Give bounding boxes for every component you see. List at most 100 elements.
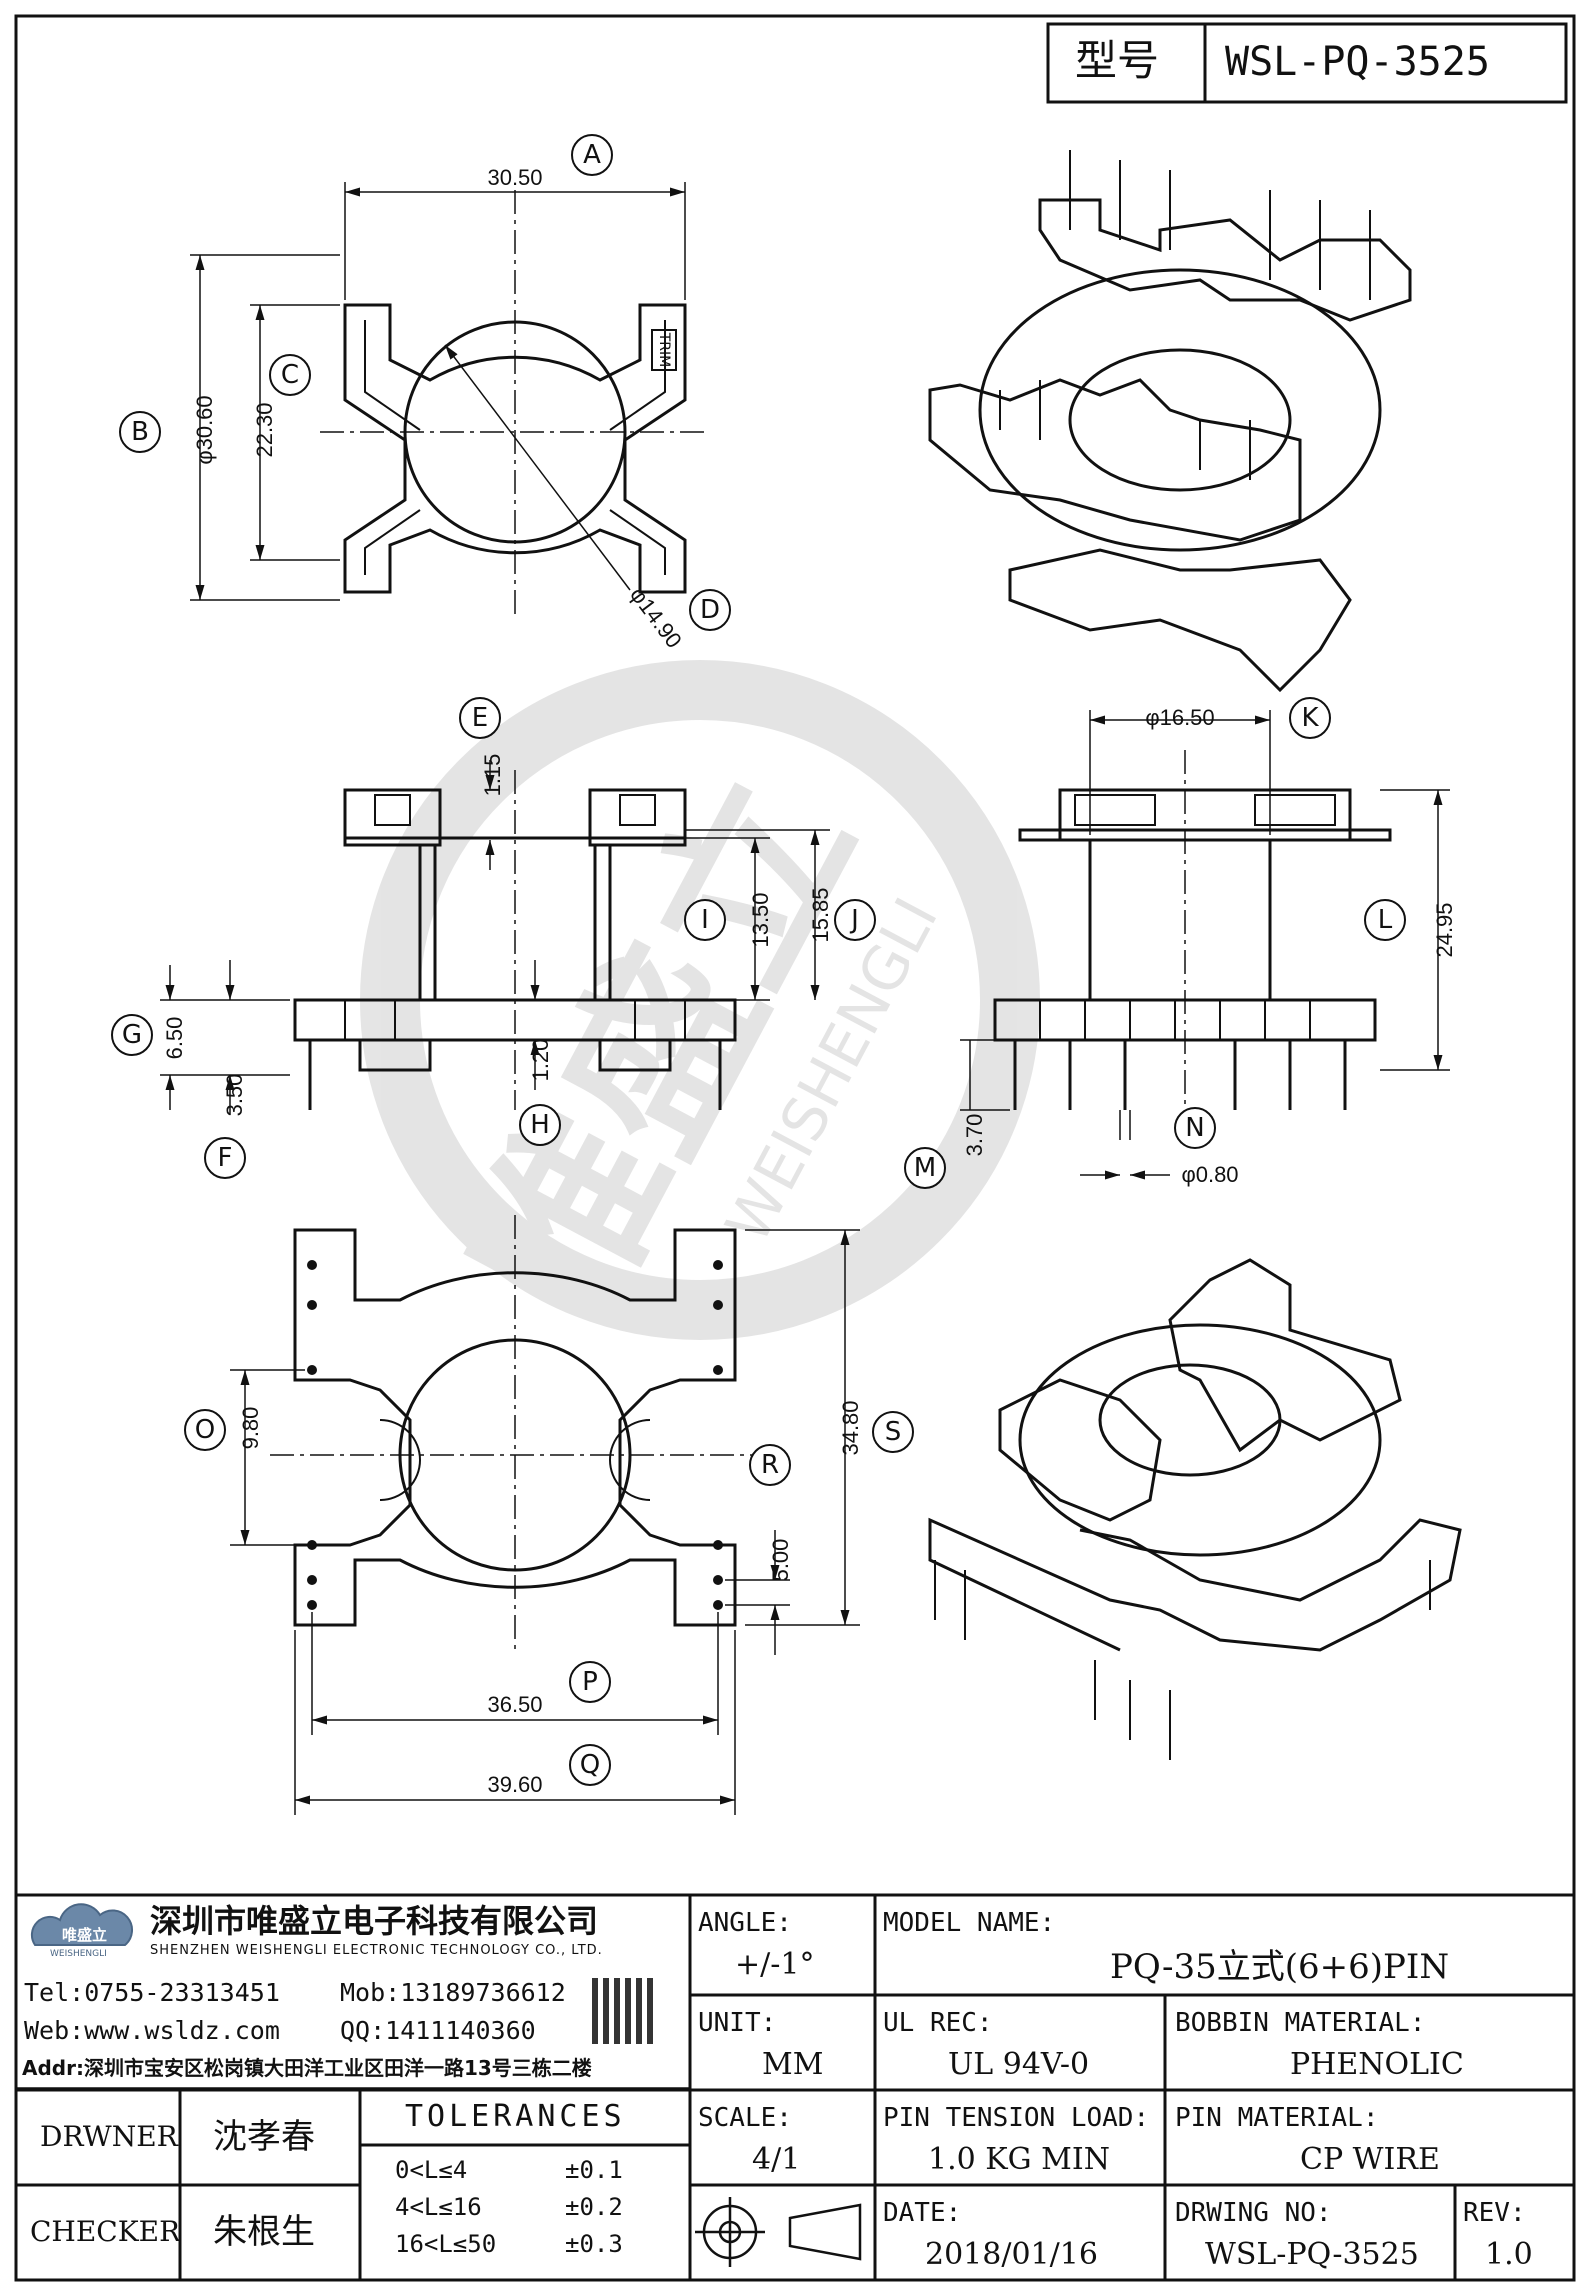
iso-view-top bbox=[928, 150, 1412, 693]
callout-g: G bbox=[111, 1014, 153, 1056]
svg-text:P: P bbox=[582, 1667, 598, 1697]
callout-s: S bbox=[872, 1411, 914, 1453]
unit-value: MM bbox=[762, 2047, 824, 2082]
header-box bbox=[1046, 22, 1568, 104]
bottom-view-dims bbox=[230, 1229, 860, 1815]
header-label: 型号 bbox=[1075, 36, 1160, 85]
dim-q-value: 39.60 bbox=[487, 1772, 542, 1797]
checker-value: 朱根生 bbox=[213, 2212, 315, 2252]
svg-text:G: G bbox=[122, 1020, 142, 1050]
rev-value: 1.0 bbox=[1485, 2237, 1533, 2272]
trim-marking: TRIM bbox=[656, 332, 672, 368]
ul-rec-value: UL 94V-0 bbox=[948, 2047, 1090, 2082]
date-label: DATE: bbox=[883, 2198, 962, 2228]
angle-value: +/-1° bbox=[735, 1947, 815, 1982]
svg-text:E: E bbox=[472, 703, 488, 733]
svg-text:D: D bbox=[700, 595, 720, 625]
iso-view-bottom bbox=[928, 1258, 1462, 1760]
dim-j-value: 15.85 bbox=[808, 887, 833, 942]
svg-text:H: H bbox=[530, 1110, 550, 1140]
tolerance-range-3: 16<L≤50 bbox=[395, 2230, 497, 2258]
company-tel: Tel:0755-23313451 bbox=[24, 1978, 280, 2007]
drawer-label: DRWNER bbox=[40, 2120, 178, 2153]
svg-text:K: K bbox=[1301, 703, 1319, 733]
callout-c: C bbox=[269, 354, 311, 396]
svg-text:M: M bbox=[914, 1153, 936, 1183]
callout-q: Q bbox=[569, 1744, 611, 1786]
company-mob: Mob:13189736612 bbox=[340, 1978, 566, 2007]
rev-label: REV: bbox=[1463, 2198, 1526, 2228]
callout-d: D bbox=[689, 589, 731, 631]
dim-e-value: 1.15 bbox=[480, 754, 505, 797]
model-name-label: MODEL NAME: bbox=[883, 1908, 1056, 1938]
callout-m: M bbox=[904, 1147, 946, 1189]
callout-b: B bbox=[119, 411, 161, 453]
scale-label: SCALE: bbox=[698, 2103, 792, 2133]
bobbin-material-label: BOBBIN MATERIAL: bbox=[1175, 2008, 1426, 2038]
logo-cn-text: 唯盛立 bbox=[62, 1926, 108, 1944]
svg-text:J: J bbox=[849, 905, 859, 935]
company-qq: QQ:1411140360 bbox=[340, 2016, 536, 2045]
angle-label: ANGLE: bbox=[698, 1908, 792, 1938]
bottom-view-centerlines bbox=[270, 1215, 760, 1650]
company-logo bbox=[30, 1903, 134, 1946]
company-name-cn: 深圳市唯盛立电子科技有限公司 bbox=[150, 1902, 599, 1940]
tolerance-range-2: 4<L≤16 bbox=[395, 2193, 482, 2221]
dim-k-value: φ16.50 bbox=[1145, 705, 1214, 730]
svg-text:C: C bbox=[281, 360, 299, 390]
dim-g-value: 6.50 bbox=[162, 1017, 187, 1060]
model-name-value: PQ-35立式(6+6)PIN bbox=[1110, 1947, 1450, 1987]
svg-text:L: L bbox=[1378, 905, 1393, 935]
dim-m-value: 3.70 bbox=[962, 1114, 987, 1157]
callout-h: H bbox=[519, 1104, 561, 1146]
svg-text:A: A bbox=[583, 140, 601, 170]
bottom-view-pin-holes bbox=[307, 1260, 723, 1610]
dim-i-value: 13.50 bbox=[748, 892, 773, 947]
dim-r-value: 5.00 bbox=[768, 1539, 793, 1582]
dim-l-value: 24.95 bbox=[1432, 902, 1457, 957]
date-value: 2018/01/16 bbox=[925, 2237, 1098, 2272]
callout-e: E bbox=[459, 697, 501, 739]
pin-tension-label: PIN TENSION LOAD: bbox=[883, 2103, 1150, 2133]
qr-code bbox=[592, 1978, 658, 2044]
svg-text:Q: Q bbox=[580, 1750, 600, 1780]
ul-rec-label: UL REC: bbox=[883, 2008, 993, 2038]
dim-o-value: 9.80 bbox=[238, 1407, 263, 1450]
top-view-dims bbox=[190, 182, 686, 601]
dim-p-value: 36.50 bbox=[487, 1692, 542, 1717]
callout-k: K bbox=[1289, 697, 1331, 739]
callout-i: I bbox=[684, 899, 726, 941]
bobbin-material-value: PHENOLIC bbox=[1290, 2047, 1464, 2082]
drawing-no-label: DRWING NO: bbox=[1175, 2198, 1332, 2228]
pin-material-value: CP WIRE bbox=[1300, 2142, 1440, 2177]
unit-label: UNIT: bbox=[698, 2008, 777, 2038]
tolerances-title: TOLERANCES bbox=[405, 2099, 626, 2134]
drawer-value: 沈孝春 bbox=[213, 2117, 315, 2157]
dim-b-value: φ30.60 bbox=[192, 395, 217, 464]
projection-symbol bbox=[695, 2197, 862, 2267]
checker-label: CHECKER bbox=[30, 2215, 181, 2248]
front-view-dims bbox=[160, 760, 830, 1115]
svg-text:N: N bbox=[1185, 1113, 1204, 1143]
sheet-border bbox=[14, 14, 1576, 2282]
drawing-no-value: WSL-PQ-3525 bbox=[1205, 2237, 1419, 2272]
scale-value: 4/1 bbox=[752, 2142, 801, 2177]
callout-r: R bbox=[749, 1444, 791, 1486]
dim-s-value: 34.80 bbox=[838, 1400, 863, 1455]
svg-text:I: I bbox=[701, 905, 709, 935]
svg-text:F: F bbox=[218, 1143, 233, 1173]
dim-h-value: 1.20 bbox=[528, 1039, 553, 1082]
dim-c-value: 22.30 bbox=[252, 402, 277, 457]
company-addr: Addr:深圳市宝安区松岗镇大田洋工业区田洋一路13号三栋二楼 bbox=[22, 2056, 592, 2080]
callout-n: N bbox=[1174, 1107, 1216, 1149]
svg-text:B: B bbox=[131, 417, 149, 447]
callout-a: A bbox=[571, 134, 613, 176]
svg-text:S: S bbox=[885, 1417, 902, 1447]
callout-f: F bbox=[204, 1137, 246, 1179]
title-block-grid bbox=[16, 1893, 1574, 2280]
header-model: WSL-PQ-3525 bbox=[1225, 39, 1490, 85]
side-view-dims bbox=[960, 710, 1450, 1180]
callout-l: L bbox=[1364, 899, 1406, 941]
